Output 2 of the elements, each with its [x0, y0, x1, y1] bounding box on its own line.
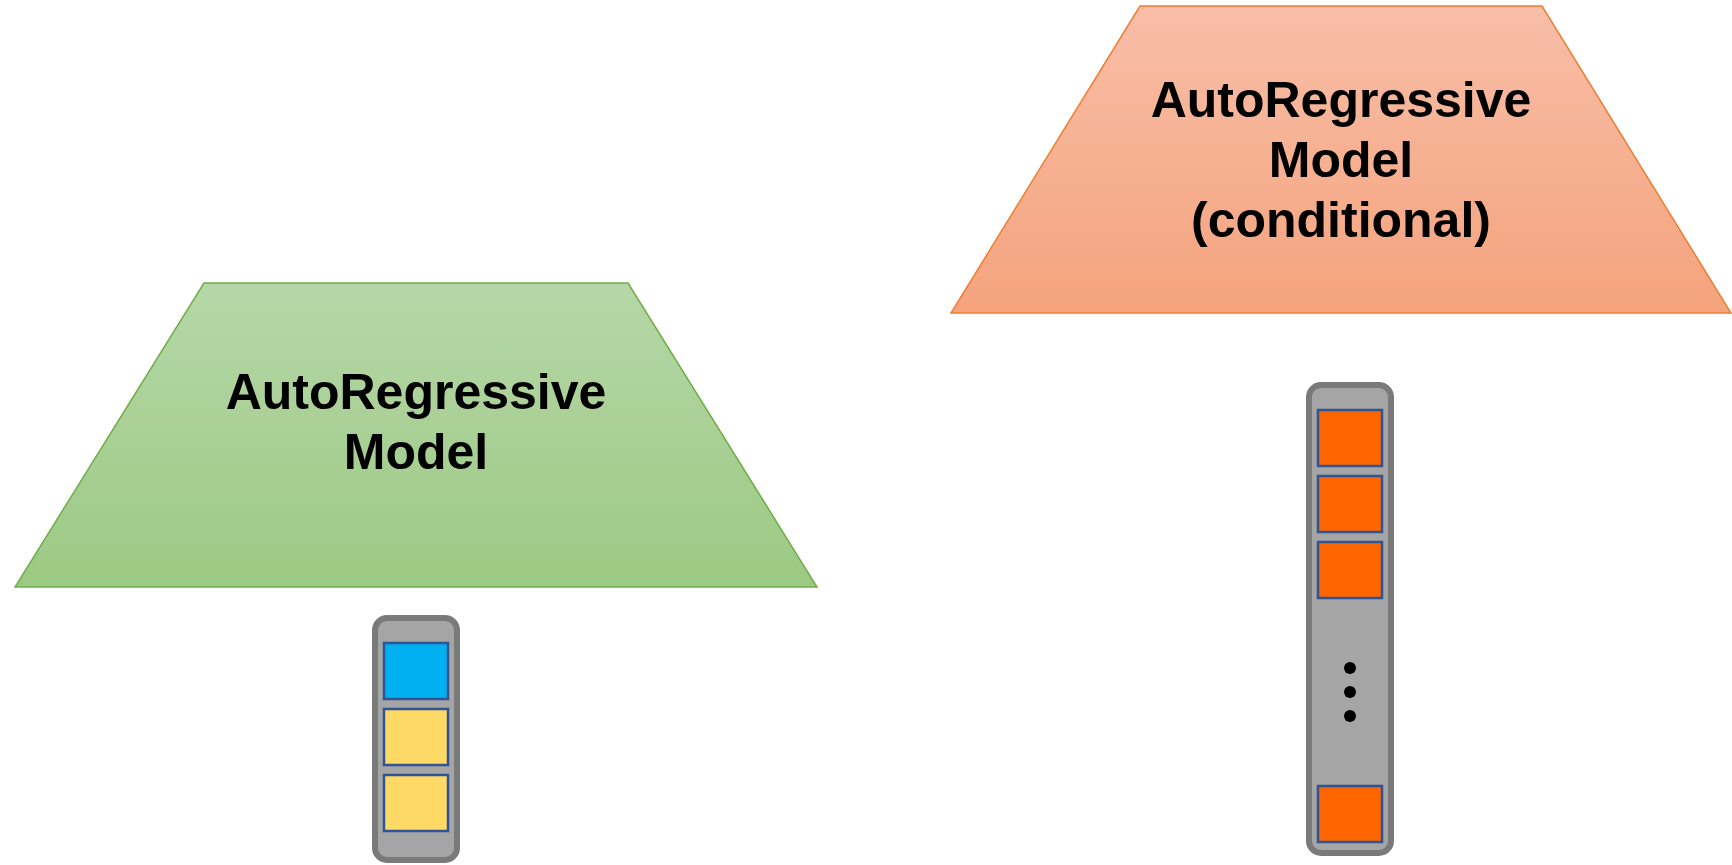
model-label: AutoRegressive Model: [224, 363, 608, 482]
model-label: AutoRegressive Model (conditional): [1149, 71, 1533, 250]
